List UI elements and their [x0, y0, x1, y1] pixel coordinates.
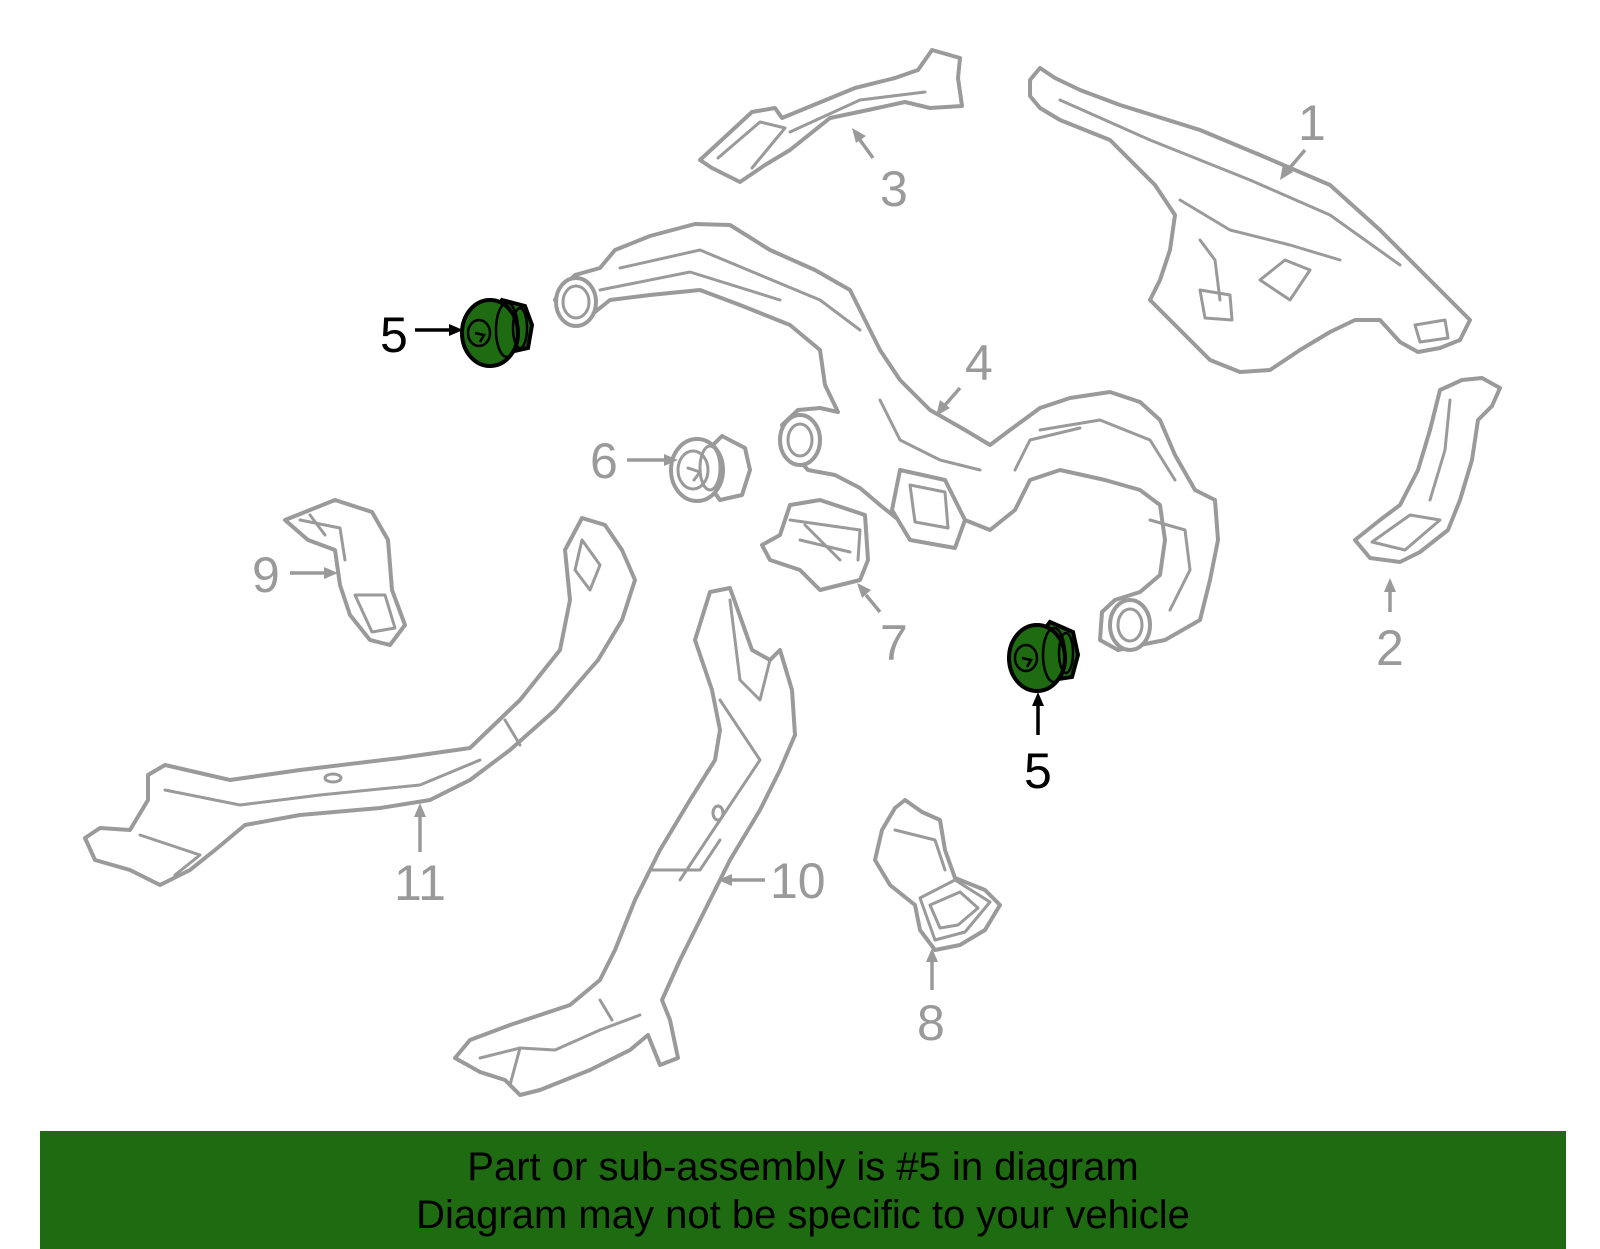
part-7-vent[interactable]	[760, 498, 870, 592]
callout-3: 3	[880, 161, 908, 217]
callout-5-upper: 5	[380, 307, 408, 363]
part-2-duct[interactable]	[1353, 376, 1502, 564]
part-11-duct[interactable]	[83, 516, 637, 887]
callout-6: 6	[590, 433, 618, 489]
callout-11: 11	[394, 855, 446, 911]
callout-4: 4	[965, 335, 993, 391]
part-5-grommet-upper[interactable]	[460, 297, 535, 368]
banner-line-2: Diagram may not be specific to your vehi…	[416, 1193, 1190, 1237]
leader-lines	[290, 128, 1396, 990]
callout-7: 7	[880, 615, 908, 671]
part-10-duct[interactable]	[453, 586, 797, 1097]
part-5-grommet-lower[interactable]	[1007, 619, 1081, 693]
banner-line-1: Part or sub-assembly is #5 in diagram	[467, 1145, 1139, 1189]
info-banner: Part or sub-assembly is #5 in diagram Di…	[40, 1131, 1566, 1249]
callout-1: 1	[1298, 95, 1326, 151]
callout-5-lower: 5	[1024, 743, 1052, 799]
callout-8: 8	[917, 995, 945, 1051]
part-6-grommet[interactable]	[669, 434, 752, 503]
part-8-vent[interactable]	[873, 798, 1002, 952]
callout-9: 9	[252, 547, 280, 603]
parts-diagram: 1 2 3 4 5 5 6 7 8 9 10 11	[83, 48, 1502, 1097]
callout-10: 10	[770, 853, 826, 909]
part-9-bracket[interactable]	[283, 498, 407, 647]
callout-2: 2	[1376, 620, 1404, 676]
part-1-duct[interactable]	[1028, 66, 1472, 374]
part-4-duct[interactable]	[553, 222, 1220, 652]
part-3-duct[interactable]	[698, 48, 964, 184]
